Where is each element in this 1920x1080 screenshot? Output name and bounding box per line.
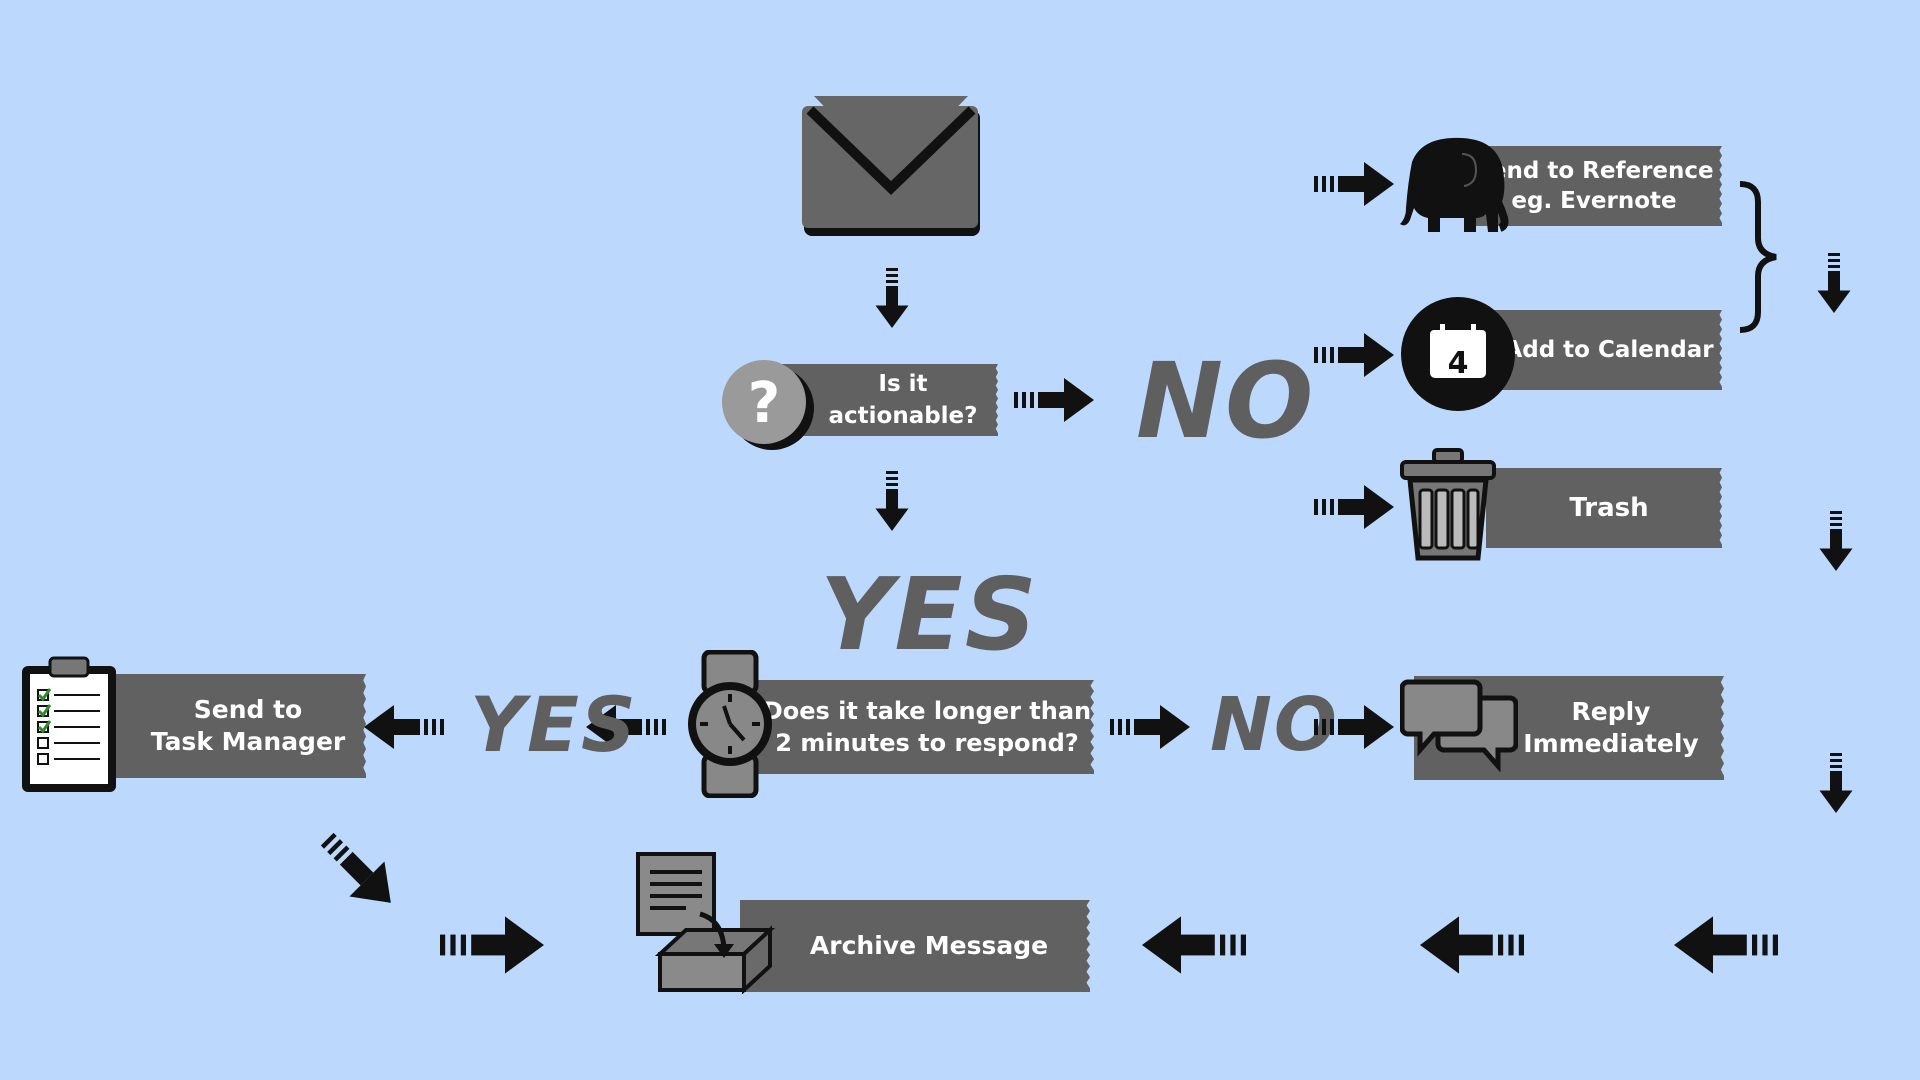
clipboard-icon — [20, 654, 118, 794]
arrow-right-reply — [1314, 705, 1394, 749]
question-icon: ? — [720, 358, 816, 454]
arrow-left-bottom-1 — [1674, 916, 1778, 974]
calendar-icon: 4 — [1400, 296, 1516, 412]
calendar-banner: Add to Calendar — [1474, 310, 1722, 390]
no-top-label: NO — [1136, 340, 1316, 462]
reference-line1: Send to Reference — [1474, 158, 1714, 184]
arrow-left-bottom-3 — [1142, 916, 1246, 974]
arrow-right-no — [1014, 378, 1094, 422]
arrow-right-calendar — [1314, 333, 1394, 377]
arrow-down-right-2 — [1819, 511, 1853, 571]
arrow-left-task — [364, 705, 444, 749]
arrow-right-reference — [1314, 162, 1394, 206]
arrow-down-right-1 — [1817, 253, 1851, 313]
actionable-label: Is it actionable? — [828, 371, 978, 429]
reply-banner: Reply Immediately — [1414, 676, 1724, 780]
calendar-label: Add to Calendar — [1504, 337, 1714, 363]
yes-left-label: YES — [470, 680, 638, 769]
archive-box-icon — [634, 850, 784, 994]
brace-icon — [1739, 181, 1777, 333]
yes-down-label: YES — [820, 556, 1039, 673]
arrow-right-trash — [1314, 485, 1394, 529]
elephant-icon — [1392, 134, 1510, 236]
task-line2: Task Manager — [150, 727, 346, 756]
archive-label: Archive Message — [809, 931, 1049, 960]
arrow-right-no-2 — [1110, 705, 1190, 749]
arrow-left-bottom-2 — [1420, 916, 1524, 974]
task-banner: Send to Task Manager — [96, 674, 366, 778]
two-minutes-line2: 2 minutes to respond? — [775, 729, 1079, 757]
trash-icon — [1396, 446, 1500, 562]
trash-banner: Trash — [1486, 468, 1722, 548]
trash-label: Trash — [1569, 493, 1649, 523]
arrow-down-envelope — [875, 268, 909, 328]
reference-line2: eg. Evernote — [1511, 188, 1677, 214]
reply-line2: Immediately — [1523, 729, 1699, 758]
watch-icon — [684, 650, 776, 798]
arrow-down-right-3 — [1819, 753, 1853, 813]
chat-bubbles-icon — [1400, 678, 1518, 772]
svg-text:?: ? — [748, 371, 780, 436]
arrow-diagonal-task — [314, 826, 404, 916]
actionable-banner: Is it actionable? — [778, 364, 998, 436]
reference-banner: Send to Reference eg. Evernote — [1466, 146, 1722, 226]
reply-line1: Reply — [1571, 697, 1651, 726]
two-minutes-banner: Does it take longer than 2 minutes to re… — [740, 680, 1094, 774]
two-minutes-line1: Does it take longer than — [762, 697, 1092, 725]
arrow-down-yes — [875, 471, 909, 531]
arrow-right-archive — [440, 916, 544, 974]
task-line1: Send to — [193, 695, 303, 724]
envelope-icon — [800, 96, 982, 238]
archive-banner: Archive Message — [740, 900, 1090, 992]
calendar-day: 4 — [1448, 346, 1469, 381]
